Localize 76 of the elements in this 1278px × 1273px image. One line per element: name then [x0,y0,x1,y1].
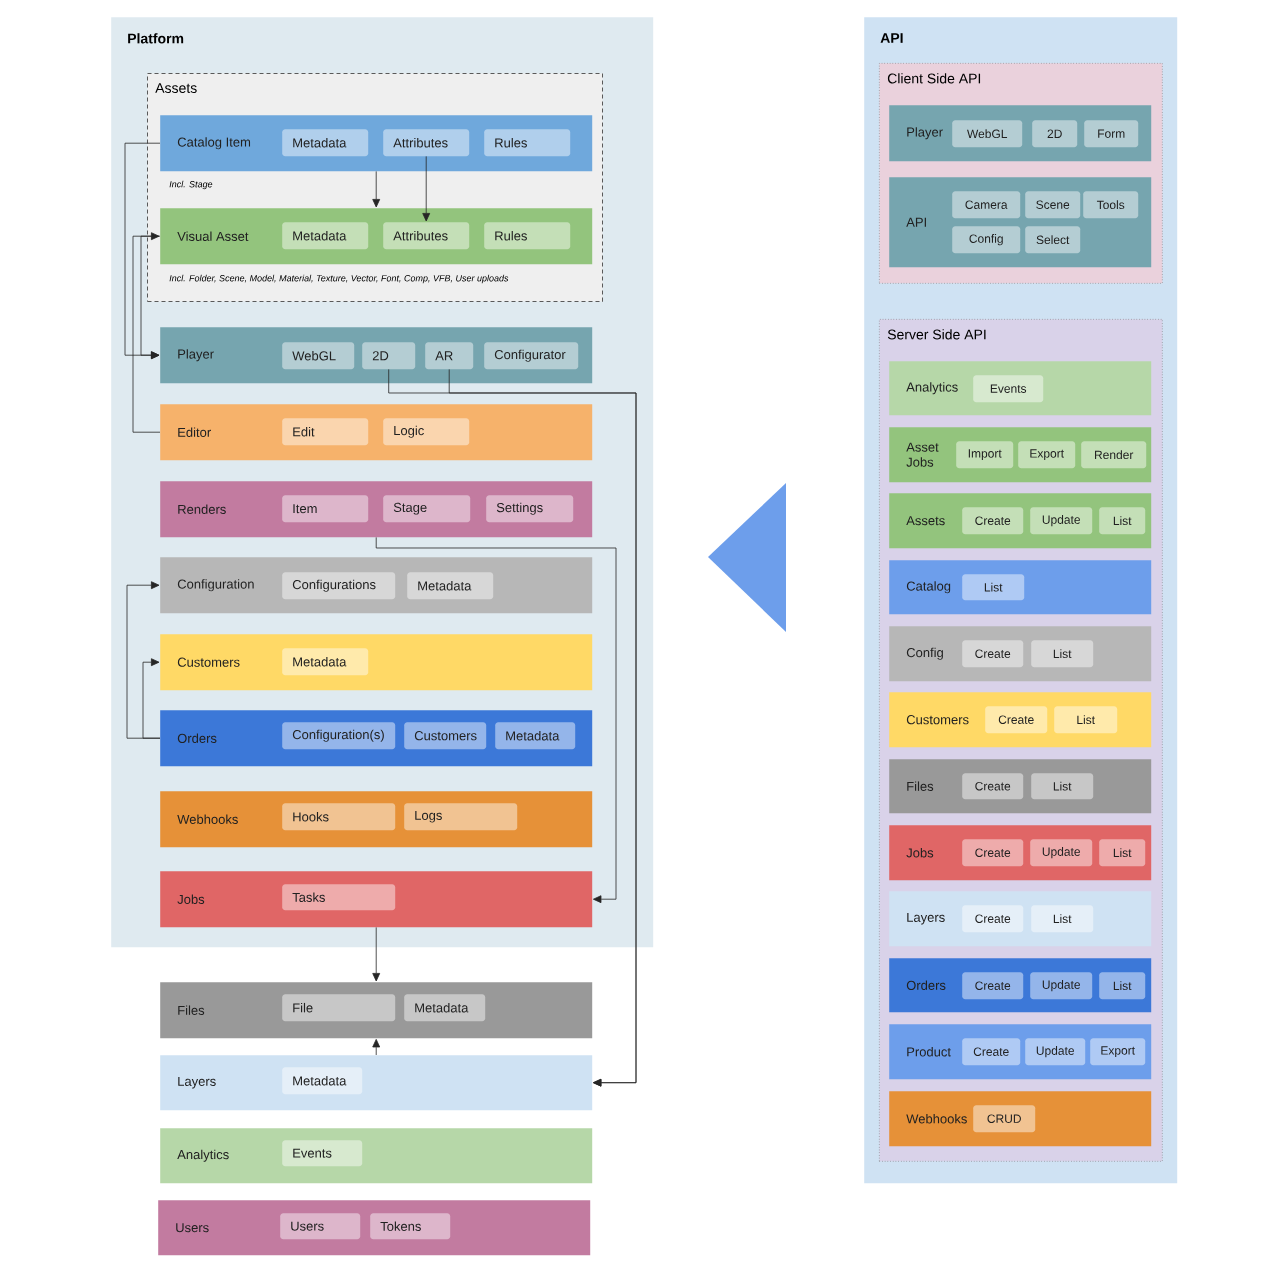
chip: Import [956,441,1014,469]
chip: Tools [1083,191,1139,219]
chip: Create [962,839,1024,867]
chip: Update [1025,1038,1086,1066]
chip: Tokens [370,1213,451,1240]
chip: WebGL [952,120,1023,148]
chip: List [962,574,1025,601]
chip: Metadata [282,648,369,676]
chip: Users [280,1213,361,1240]
chip: Settings [486,495,574,523]
chip: Create [962,1038,1021,1066]
chip: Rules [484,129,571,157]
chip: List [1031,640,1094,668]
note-text: Incl. Stage [169,180,213,190]
chip: 2D [1032,120,1078,148]
chip: Edit [282,418,369,446]
chip: Tasks [282,884,396,911]
chip: Select [1025,226,1081,254]
chip: List [1099,507,1146,535]
chip: Hooks [282,803,396,831]
chip: Configuration(s) [282,722,396,750]
chip: Events [282,1140,363,1167]
chip: List [1054,706,1118,734]
connector-arrow [372,927,381,982]
chip: Create [962,507,1024,535]
chip: Config [952,226,1021,254]
connector-arrow [126,581,161,739]
chip: Events [973,375,1044,403]
chip: Create [962,640,1024,668]
chip: Metadata [407,572,494,600]
chip: Customers [404,722,487,750]
chip: Rules [484,222,571,250]
chip: Attributes [383,222,470,250]
chip: Metadata [282,1067,363,1095]
chip: CRUD [973,1105,1036,1133]
chip: Render [1081,441,1147,469]
chip: Export [1018,441,1076,469]
chip: AR [425,342,474,370]
connector-arrow [132,232,161,433]
chip: Item [282,495,369,523]
chip: Metadata [495,722,576,750]
chip: Scene [1025,191,1081,219]
connector-arrow [140,235,161,360]
chip: Export [1090,1038,1146,1066]
chip: Update [1030,972,1093,1000]
note-text: Incl. Folder, Scene, Model, Material, Texture, Vector, Font, Comp, VFB, User uploads [169,274,509,284]
chip: List [1099,839,1146,867]
connector-arrow [142,658,161,739]
chip: Attributes [383,129,470,157]
connector-arrow [372,1039,381,1056]
chip: Logic [383,418,470,446]
chip: WebGL [282,342,355,370]
chip: Create [962,773,1024,800]
chip: List [1031,773,1094,800]
chip: Logs [404,803,518,831]
chip: Update [1030,507,1093,535]
chip: Create [962,972,1024,1000]
chip: Metadata [282,129,369,157]
chip: List [1031,905,1094,933]
chip: Metadata [282,222,369,250]
chip: Create [985,706,1048,734]
connector-arrow [375,537,617,904]
chip: List [1099,972,1146,1000]
chip: Configurator [484,342,579,370]
chip: 2D [362,342,416,370]
chip: Create [962,905,1024,933]
chip: Configurations [282,572,396,600]
chip: Metadata [404,994,486,1022]
chip: Camera [952,191,1021,219]
connector-arrow [448,369,637,1087]
chip: Stage [383,495,471,523]
chip: Update [1030,839,1093,867]
chip: File [282,994,396,1022]
connector-arrow [422,156,431,222]
connector-arrow [372,171,381,208]
chip: Form [1084,120,1139,148]
